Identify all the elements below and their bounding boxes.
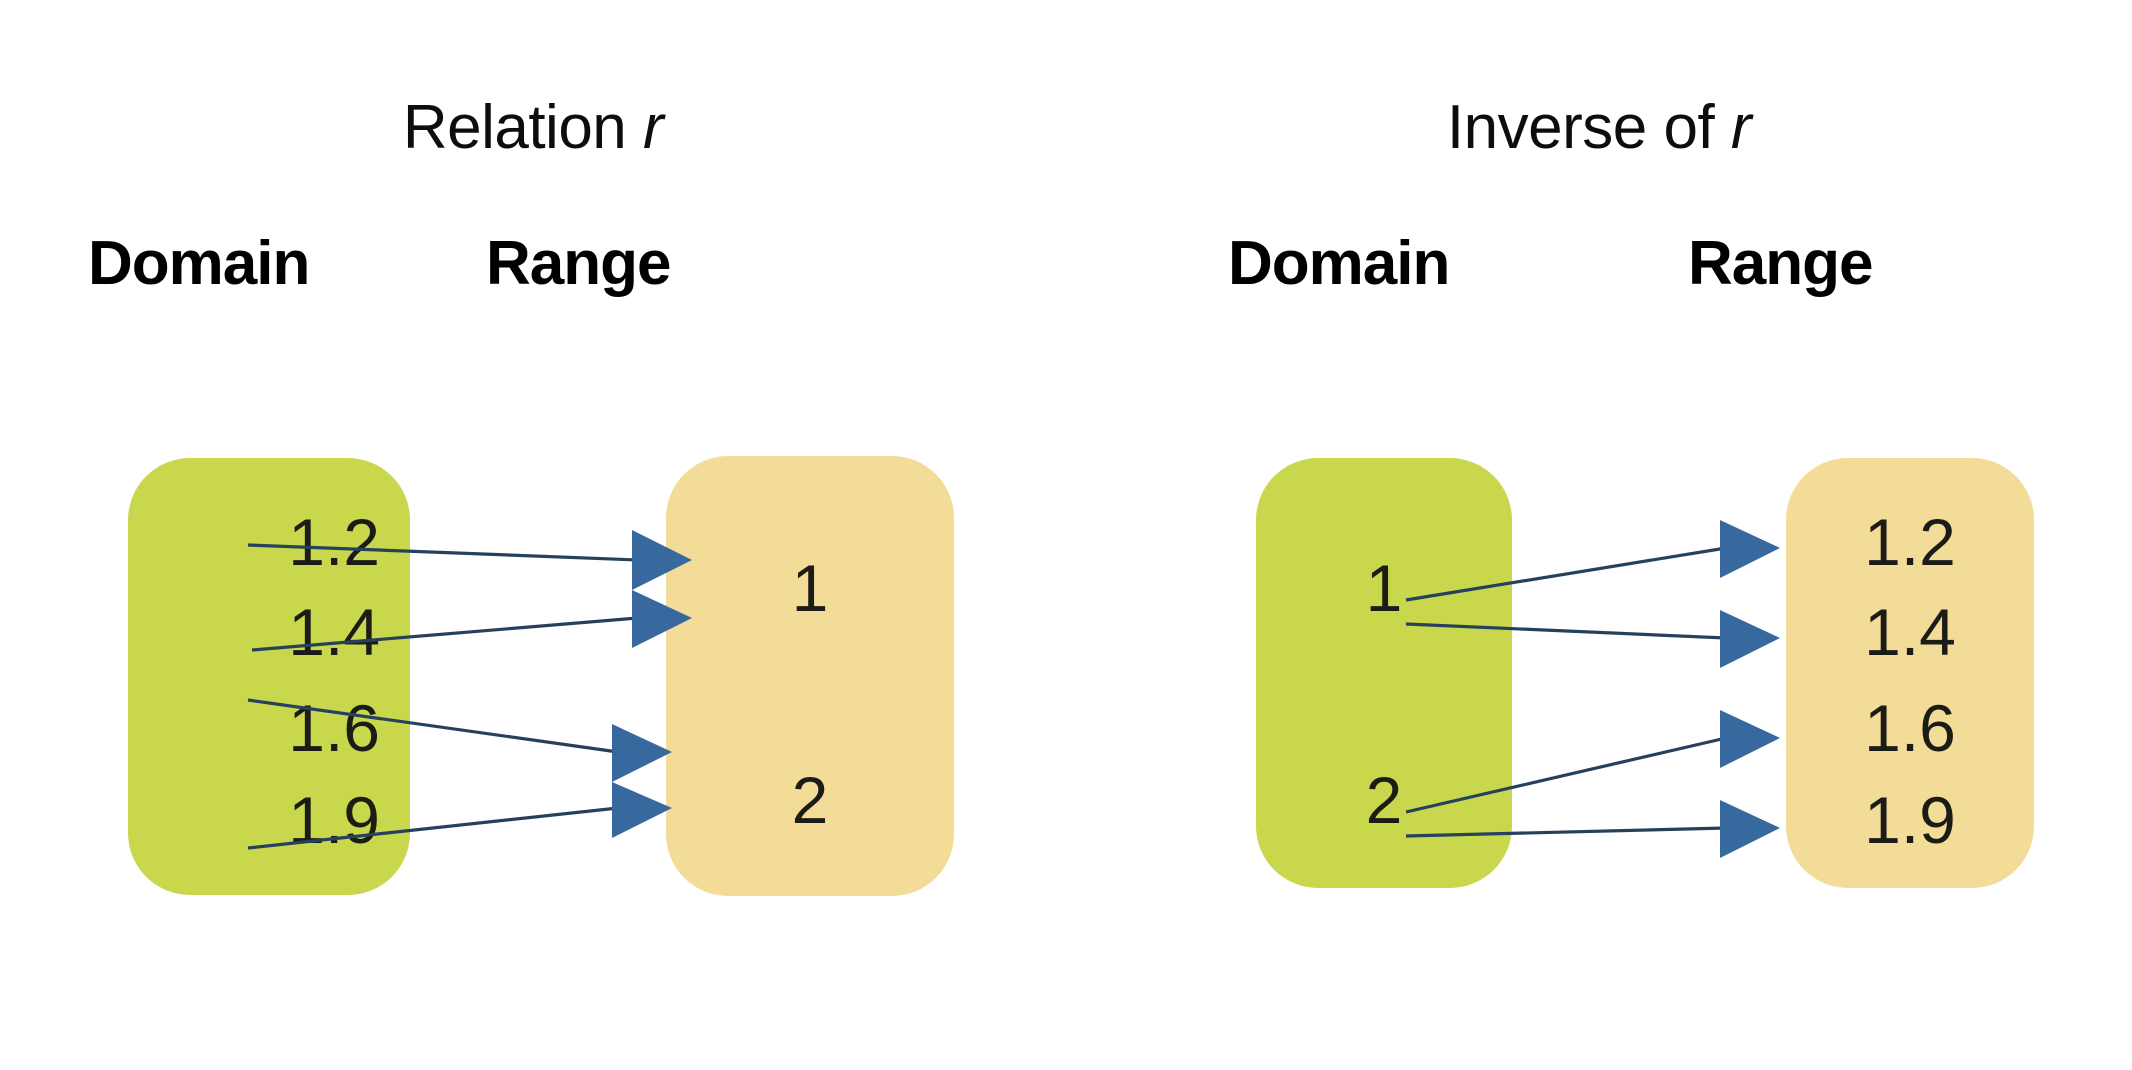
left-domain-label: Domain: [88, 229, 310, 298]
right-domain-value-1: 2: [1365, 763, 1403, 837]
left-range-value-0: 1: [791, 551, 829, 625]
inverse-variable: r: [1730, 93, 1752, 162]
left-range-value-1: 2: [791, 763, 829, 837]
relation-panel-title: Relation r: [0, 92, 1066, 163]
relation-panel: Relation r Domain Range 1.2 1.4 1.6 1.9 …: [0, 92, 1066, 896]
right-range-value-1: 1.4: [1864, 595, 1956, 669]
right-domain-box: [1256, 458, 1512, 888]
right-domain-label: Domain: [1228, 229, 1450, 298]
inverse-panel-title: Inverse of r: [1066, 92, 2132, 163]
left-range-box: [666, 456, 954, 896]
left-range-label: Range: [486, 229, 671, 298]
inverse-panel: Inverse of r Domain Range 1 2 1.2 1.4 1.…: [1066, 0, 2132, 1070]
right-domain-value-0: 1: [1365, 551, 1403, 625]
right-range-label: Range: [1688, 229, 1873, 298]
right-range-value-2: 1.6: [1864, 691, 1956, 765]
right-range-value-3: 1.9: [1864, 783, 1956, 857]
right-range-value-0: 1.2: [1864, 505, 1956, 579]
relation-variable: r: [643, 93, 664, 162]
relation-panel-title-text: Relation: [402, 93, 644, 162]
right-range-box: [1786, 458, 2034, 888]
left-domain-value-3: 1.9: [288, 783, 380, 857]
left-domain-value-1: 1.4: [288, 595, 380, 669]
left-domain-value-2: 1.6: [288, 691, 380, 765]
left-domain-value-0: 1.2: [288, 505, 380, 579]
inverse-panel-title-text: Inverse of: [1446, 93, 1731, 162]
